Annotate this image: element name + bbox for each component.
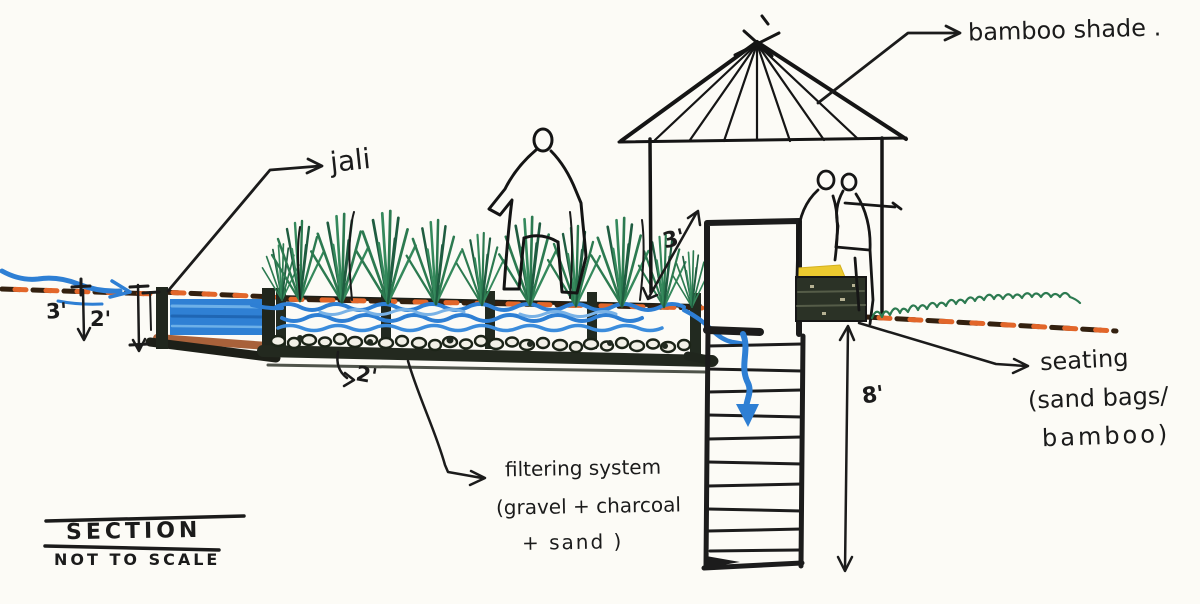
- filtering-label-line3: + sand ): [521, 529, 624, 555]
- bed-water-flow: [250, 302, 747, 347]
- dimension-marks: [70, 209, 856, 573]
- drawing-title: SECTION: [65, 517, 202, 546]
- standing-figure: [487, 127, 588, 295]
- grass-right: [870, 291, 1082, 320]
- pond-left-wall: [156, 287, 168, 349]
- seated-figures: [795, 169, 903, 326]
- seating-label-line2: (sand bags/: [1027, 381, 1169, 415]
- seating-leader: [857, 321, 1028, 368]
- recharge-well: [683, 218, 806, 571]
- bamboo-shade-structure: [617, 14, 908, 317]
- settling-pond: [145, 287, 281, 363]
- seating-label-line3: bamboo): [1041, 419, 1171, 453]
- filtering-label-line2: (gravel + charcoal: [495, 492, 682, 520]
- scale-note: NOT TO SCALE: [54, 550, 221, 569]
- bamboo-shade-leader: [816, 31, 960, 105]
- jali-leader: [166, 164, 322, 293]
- well-depth-dimension: 8': [860, 381, 886, 410]
- pond-right-wall: [262, 288, 275, 348]
- reed-plants: [261, 209, 710, 309]
- roof-ribs: [653, 42, 860, 143]
- seating-group: [795, 169, 903, 326]
- bed-depth-leader: [336, 350, 349, 380]
- leader-arrows: [166, 24, 1030, 487]
- bed-depth-dimension: 2': [354, 361, 379, 389]
- dark-stems: [297, 211, 645, 301]
- seating-label-line1: seating: [1039, 343, 1130, 377]
- bamboo-shade-label: bamboo shade .: [967, 13, 1162, 47]
- inlet-step-dimension: 2': [90, 307, 112, 331]
- gravel-layer: [269, 332, 692, 354]
- percolation-arrow: [736, 331, 759, 427]
- inlet-depth-dimension: 3': [45, 298, 68, 324]
- sandbag-seat: [795, 276, 867, 322]
- well-depth-dimension-line: [843, 325, 850, 572]
- well-rings: [706, 342, 804, 553]
- parapet-dimension-line: [647, 210, 699, 299]
- title-rules: [43, 514, 246, 552]
- filtering-leader: [406, 359, 484, 480]
- water-inflow-arrow: [0, 268, 132, 306]
- filtering-label-line1: filtering system: [504, 454, 662, 482]
- jali-label: jali: [328, 141, 373, 180]
